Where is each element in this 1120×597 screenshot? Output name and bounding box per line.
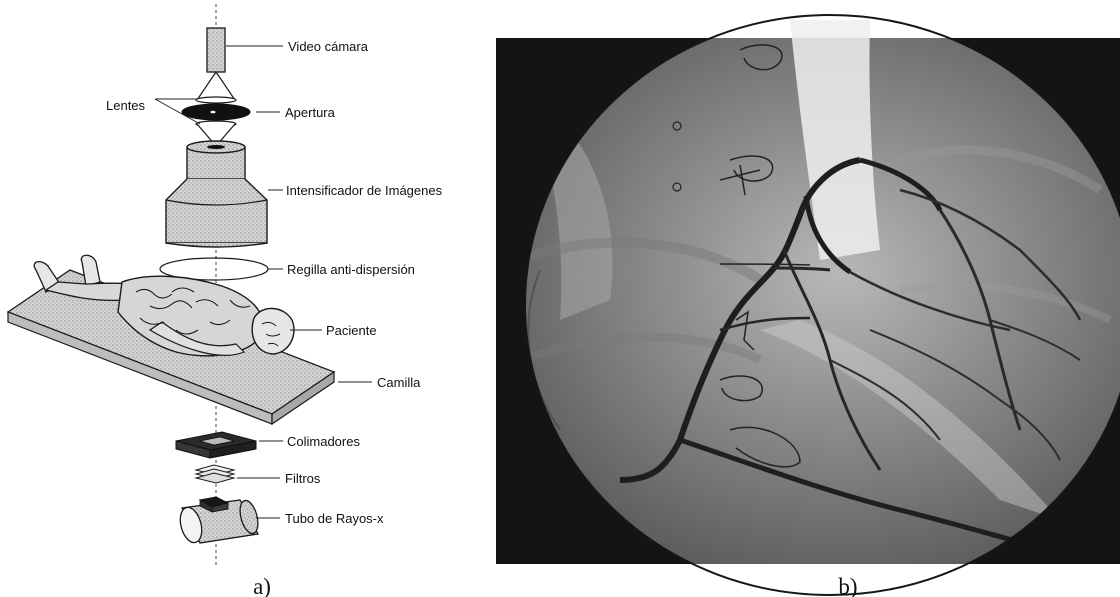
collimator-icon xyxy=(176,432,256,458)
video-camera-icon xyxy=(207,28,225,72)
label-patient: Paciente xyxy=(326,323,377,338)
label-video-camera: Video cámara xyxy=(288,39,369,54)
label-aperture: Apertura xyxy=(285,105,336,120)
label-anti-scatter-grid: Regilla anti-dispersión xyxy=(287,262,415,277)
label-filters: Filtros xyxy=(285,471,321,486)
fluoroscopy-diagram: Video cámara Lentes Apertura xyxy=(8,4,443,597)
image-intensifier-icon xyxy=(166,141,267,247)
xray-tube-icon xyxy=(177,497,261,545)
label-collimators: Colimadores xyxy=(287,434,360,449)
aperture-icon xyxy=(182,104,250,120)
lens-icon xyxy=(196,72,236,103)
label-xray-tube: Tubo de Rayos-x xyxy=(285,511,384,526)
filter-icon xyxy=(196,465,234,483)
label-image-intensifier: Intensificador de Imágenes xyxy=(286,183,443,198)
label-lenses: Lentes xyxy=(106,98,146,113)
angiography-xray-icon xyxy=(496,15,1120,595)
caption-a: a) xyxy=(253,574,271,597)
label-table: Camilla xyxy=(377,375,421,390)
caption-b: b) xyxy=(838,574,857,597)
